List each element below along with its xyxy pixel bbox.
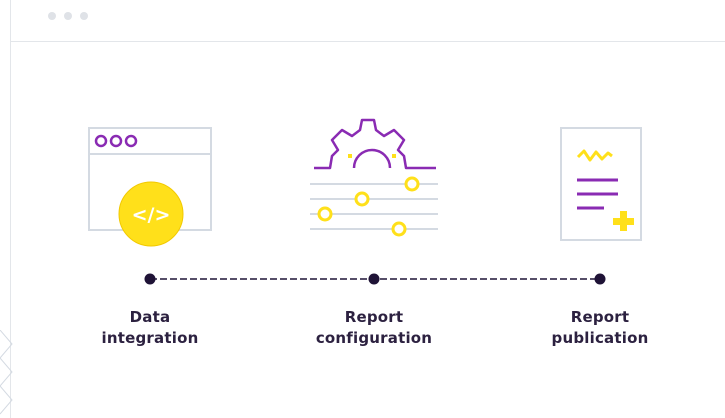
timeline-node xyxy=(144,273,156,285)
step-label-line: Report xyxy=(570,308,630,326)
window-title-bar xyxy=(11,0,725,42)
timeline-node xyxy=(368,273,380,285)
window-control-dot xyxy=(64,12,72,20)
step-label-data-integration: Data integration xyxy=(70,307,230,349)
decorative-lines xyxy=(0,330,13,415)
window-control-dot xyxy=(80,12,88,20)
window-control-dot xyxy=(48,12,56,20)
timeline-node xyxy=(594,273,606,285)
document-publish-icon xyxy=(560,127,646,243)
browser-code-icon: </> xyxy=(88,127,214,247)
code-badge-text: </> xyxy=(132,204,171,226)
step-label-line: Data xyxy=(129,308,171,326)
step-label-report-publication: Report publication xyxy=(520,307,680,349)
step-label-report-configuration: Report configuration xyxy=(294,307,454,349)
step-label-line: integration xyxy=(101,329,199,347)
step-label-line: configuration xyxy=(315,329,433,347)
step-label-line: publication xyxy=(551,329,649,347)
gear-settings-icon xyxy=(308,116,440,240)
step-label-line: Report xyxy=(344,308,404,326)
